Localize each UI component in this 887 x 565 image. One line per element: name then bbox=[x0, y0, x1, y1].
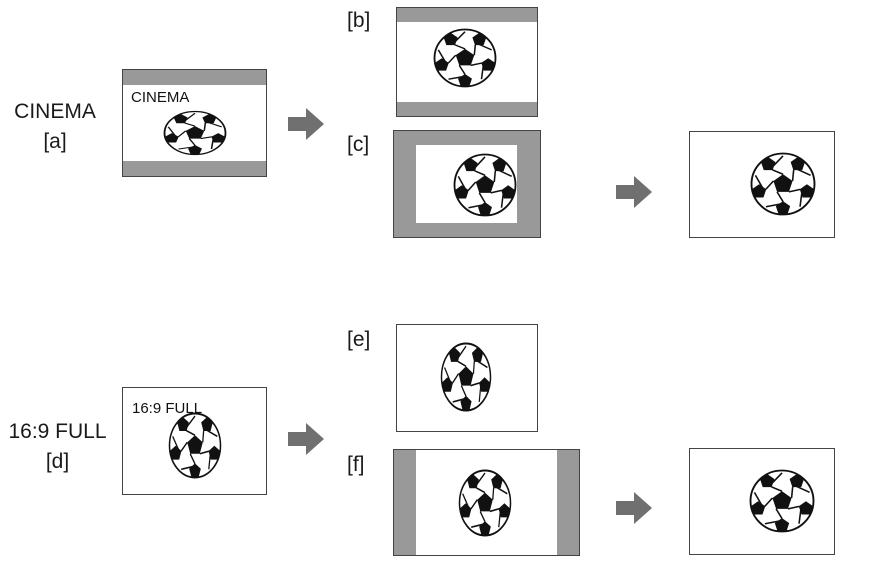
letterbox-bar-bottom bbox=[397, 102, 537, 116]
screen-a bbox=[122, 69, 267, 177]
arrow-right-icon bbox=[288, 108, 324, 140]
tag-c: [c] bbox=[347, 133, 370, 156]
letterbox-bar-top bbox=[123, 70, 266, 85]
osd-text-16-9-full: 16:9 FULL bbox=[132, 400, 203, 417]
soccer-ball-icon bbox=[168, 412, 222, 479]
tag-e: [e] bbox=[347, 328, 371, 351]
pillarbox-bar-left bbox=[394, 450, 416, 555]
soccer-ball-icon bbox=[750, 152, 816, 216]
screen-e bbox=[396, 324, 538, 432]
arrow-right-icon bbox=[616, 492, 652, 524]
soccer-ball-icon bbox=[433, 28, 497, 88]
arrow-right-icon bbox=[288, 423, 324, 455]
letterbox-bar-bottom bbox=[123, 161, 266, 176]
mode-label-16-9-full: 16:9 FULL [d] bbox=[8, 420, 107, 473]
osd-text-cinema: CINEMA bbox=[131, 89, 190, 106]
soccer-ball-icon bbox=[163, 110, 227, 156]
soccer-ball-icon bbox=[453, 153, 517, 217]
letterbox-bar-top bbox=[397, 8, 537, 22]
mode-label-cinema: CINEMA [a] bbox=[14, 100, 96, 153]
soccer-ball-icon bbox=[440, 342, 492, 412]
soccer-ball-icon bbox=[749, 469, 815, 533]
pillarbox-bar-right bbox=[557, 450, 579, 555]
tag-b: [b] bbox=[347, 9, 371, 32]
tag-f: [f] bbox=[347, 453, 365, 476]
soccer-ball-icon bbox=[458, 469, 512, 537]
arrow-right-icon bbox=[616, 176, 652, 208]
